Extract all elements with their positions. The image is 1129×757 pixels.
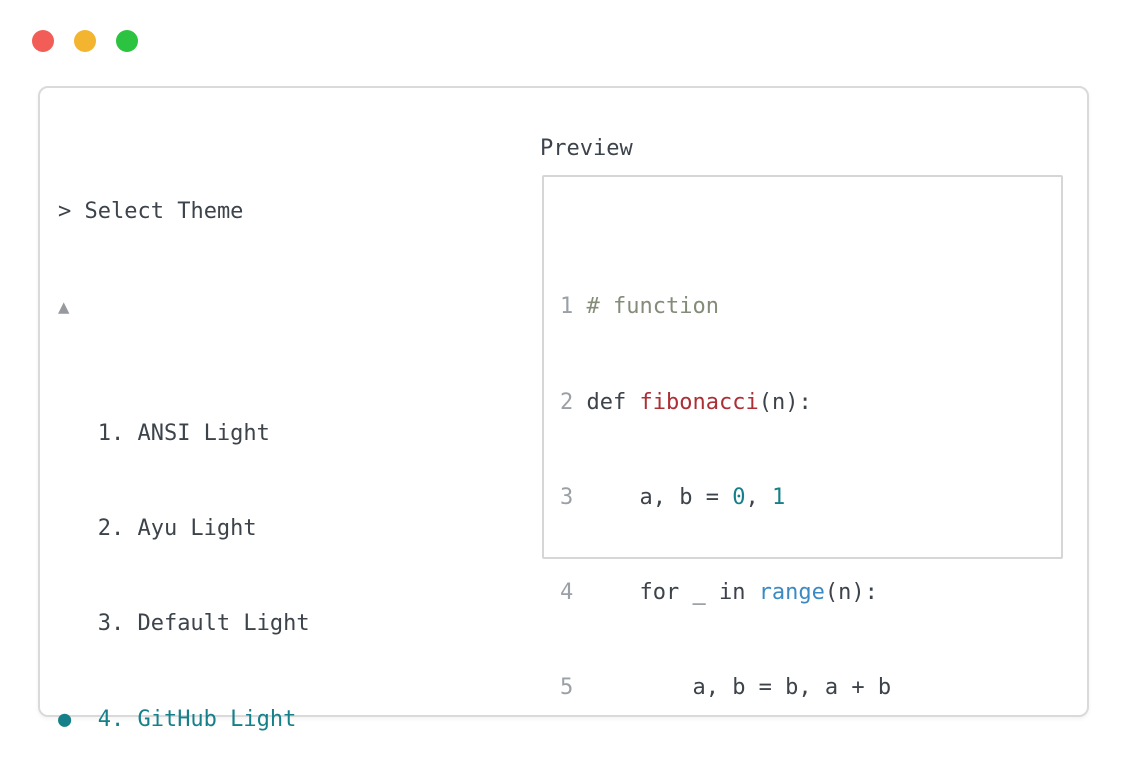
- selected-bullet-icon: ●: [58, 706, 72, 732]
- select-theme-prompt: > Select Theme: [58, 199, 244, 225]
- scroll-up-icon[interactable]: ▲: [58, 295, 70, 318]
- code-line-5: 5 a, b = b, a + b: [560, 674, 892, 700]
- minimize-button[interactable]: [74, 30, 96, 52]
- zoom-button[interactable]: [116, 30, 138, 52]
- code-sample: 1 # function 2 def fibonacci(n): 3 a, b …: [544, 177, 1061, 757]
- code-line-3: 3 a, b = 0, 1: [560, 484, 786, 510]
- theme-item-ansi-light[interactable]: 1.ANSI Light: [97, 421, 270, 447]
- preview-panel: 1 # function 2 def fibonacci(n): 3 a, b …: [542, 175, 1063, 700]
- code-line-2: 2 def fibonacci(n):: [560, 389, 812, 415]
- code-line-4: 4 for _ in range(n):: [560, 579, 878, 605]
- theme-item-default-light[interactable]: 3.Default Light: [97, 611, 310, 637]
- close-button[interactable]: [32, 30, 54, 52]
- code-line-1: 1 # function: [560, 294, 719, 320]
- theme-item-github-light[interactable]: ●4.GitHub Light: [58, 704, 839, 736]
- theme-selector-window: > Select Theme ▲ 1.ANSI Light 2.Ayu Ligh…: [38, 86, 1089, 732]
- theme-list-panel: > Select Theme ▲ 1.ANSI Light 2.Ayu Ligh…: [58, 133, 839, 757]
- preview-title: Preview: [540, 136, 633, 161]
- theme-item-ayu-light[interactable]: 2.Ayu Light: [97, 516, 257, 542]
